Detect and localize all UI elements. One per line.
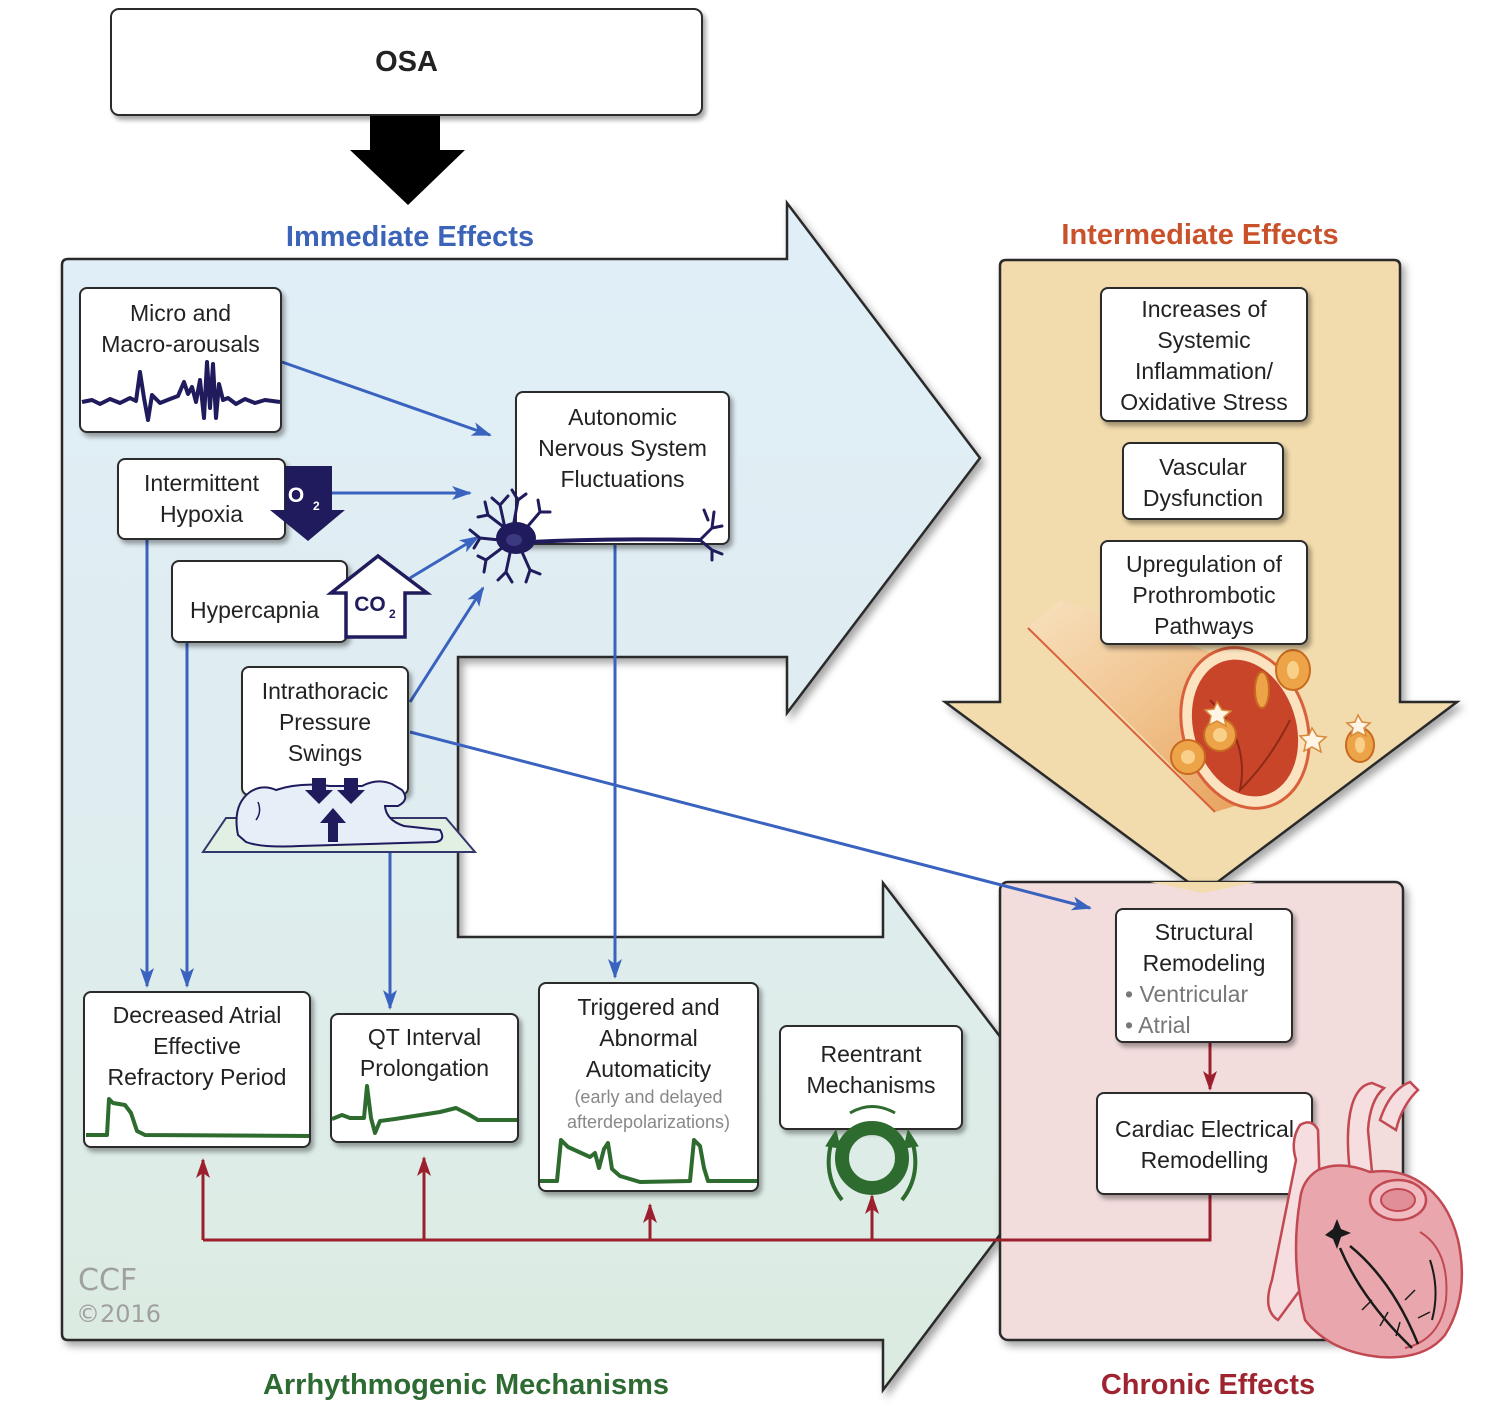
structural-line-2: Remodeling (1142, 950, 1266, 976)
arousals-line-2: Macro-arousals (101, 331, 260, 357)
hypercapnia-to-autonomic-arrow (409, 535, 480, 580)
prothrombotic-line-3: Pathways (1154, 613, 1254, 639)
intrathoracic-line-3: Swings (287, 740, 363, 766)
qt-line-1: QT Interval (367, 1024, 482, 1050)
hypercapnia-box: Hypercapnia (171, 560, 348, 643)
intermediate-effects-title: Intermediate Effects (1061, 219, 1338, 251)
autonomic-line-3: Fluctuations (560, 466, 685, 492)
inflammation-line-2: Systemic (1157, 327, 1251, 353)
reentry-circuit-icon (825, 1105, 919, 1202)
structural-bullet-ventricular: • Ventricular (1125, 981, 1249, 1007)
o2-label: O (288, 484, 304, 507)
vascular-dysfunction-box: Vascular Dysfunction (1122, 442, 1284, 520)
intrathoracic-box: Intrathoracic Pressure Swings (241, 666, 409, 796)
hypoxia-line-2: Hypoxia (159, 501, 244, 527)
triggered-note-2: afterdepolarizations) (566, 1112, 731, 1132)
autonomic-line-1: Autonomic (568, 404, 677, 430)
autonomic-line-2: Nervous System (538, 435, 707, 461)
prothrombotic-line-2: Prothrombotic (1132, 582, 1276, 608)
hypoxia-box: Intermittent Hypoxia (117, 458, 286, 540)
o2-down-arrow-icon: O 2 (270, 466, 345, 541)
refractory-line-1: Decreased Atrial (112, 1002, 282, 1028)
electrical-remodelling-box: Cardiac Electrical Remodelling (1096, 1092, 1313, 1195)
intrathoracic-line-1: Intrathoracic (261, 678, 389, 704)
triggered-note-1: (early and delayed (574, 1087, 723, 1107)
inflammation-line-4: Oxidative Stress (1120, 389, 1288, 415)
platelet-icon (1203, 700, 1233, 728)
triggered-line-1: Triggered and (577, 994, 720, 1020)
red-blood-cell-icon (1203, 718, 1237, 752)
electrical-remodelling-feedback-line (203, 1195, 1212, 1242)
electrical-line-2: Remodelling (1140, 1147, 1269, 1173)
osa-down-arrow (350, 116, 465, 205)
vascular-line-1: Vascular (1159, 454, 1247, 480)
intrathoracic-to-autonomic-arrow (408, 586, 485, 703)
triggered-line-2: Abnormal (599, 1025, 698, 1051)
chronic-effects-title: Chronic Effects (1101, 1369, 1315, 1401)
red-connectors (196, 1043, 1217, 1242)
platelet-icon (1345, 713, 1372, 738)
o2-subscript: 2 (313, 499, 320, 513)
red-blood-cell-icon (1275, 649, 1311, 691)
vascular-line-2: Dysfunction (1142, 485, 1264, 511)
hypercapnia-line-1: Hypercapnia (190, 597, 320, 623)
blood-vessel-illustration (1027, 600, 1375, 813)
credit-copyright: ©2016 (76, 1300, 161, 1328)
intrathoracic-to-structural-arrow (409, 730, 1092, 911)
prothrombotic-box: Upregulation of Prothrombotic Pathways (1100, 540, 1308, 645)
eeg-trace-icon (81, 360, 281, 422)
triggered-line-3: Automaticity (585, 1056, 712, 1082)
credit-org: CCF (78, 1263, 137, 1298)
arousals-to-autonomic-arrow (281, 360, 492, 437)
neuron-icon (468, 488, 724, 584)
intrathoracic-line-2: Pressure (278, 709, 372, 735)
supine-patient-icon (201, 778, 478, 853)
immediate-effects-title: Immediate Effects (286, 221, 534, 253)
afterdepolarization-trace-icon (540, 1138, 757, 1184)
electrical-line-1: Cardiac Electrical (1115, 1116, 1294, 1142)
co2-subscript: 2 (389, 607, 396, 621)
blue-connectors (140, 360, 1092, 1010)
structural-bullet-atrial: • Atrial (1125, 1012, 1191, 1038)
reentrant-line-2: Mechanisms (806, 1072, 936, 1098)
refractory-period-box: Decreased Atrial Effective Refractory Pe… (83, 991, 311, 1148)
ecg-trace-icon (331, 1084, 517, 1135)
co2-label: CO (354, 593, 386, 616)
qt-line-2: Prolongation (359, 1055, 490, 1081)
prothrombotic-line-1: Upregulation of (1126, 551, 1282, 577)
co2-up-arrow-icon: CO 2 (325, 553, 433, 639)
reentrant-line-1: Reentrant (820, 1041, 922, 1067)
osa-box: OSA (110, 8, 703, 116)
red-blood-cell-icon (1254, 671, 1270, 709)
arousals-box: Micro and Macro-arousals (79, 287, 282, 433)
osa-label: OSA (375, 45, 438, 78)
red-blood-cell-icon (1170, 739, 1206, 775)
inflammation-line-1: Increases of (1141, 296, 1267, 322)
inflammation-line-3: Inflammation/ (1134, 358, 1274, 384)
refractory-line-3: Refractory Period (107, 1064, 287, 1090)
structural-remodeling-box: Structural Remodeling • Ventricular • At… (1115, 908, 1293, 1043)
inflammation-box: Increases of Systemic Inflammation/ Oxid… (1100, 287, 1308, 422)
platelet-icon (1298, 726, 1328, 754)
structural-line-1: Structural (1154, 919, 1254, 945)
hypoxia-line-1: Intermittent (143, 470, 260, 496)
autonomic-box: Autonomic Nervous System Fluctuations (515, 391, 730, 545)
triggered-automaticity-box: Triggered and Abnormal Automaticity (ear… (538, 982, 759, 1192)
arousals-line-1: Micro and (130, 300, 231, 326)
red-blood-cell-icon (1345, 727, 1375, 763)
action-potential-trace-icon (86, 1097, 310, 1138)
refractory-line-2: Effective (153, 1033, 241, 1059)
heart-icon (1266, 1080, 1464, 1359)
arrhythmogenic-mechanisms-title: Arrhythmogenic Mechanisms (263, 1369, 669, 1401)
